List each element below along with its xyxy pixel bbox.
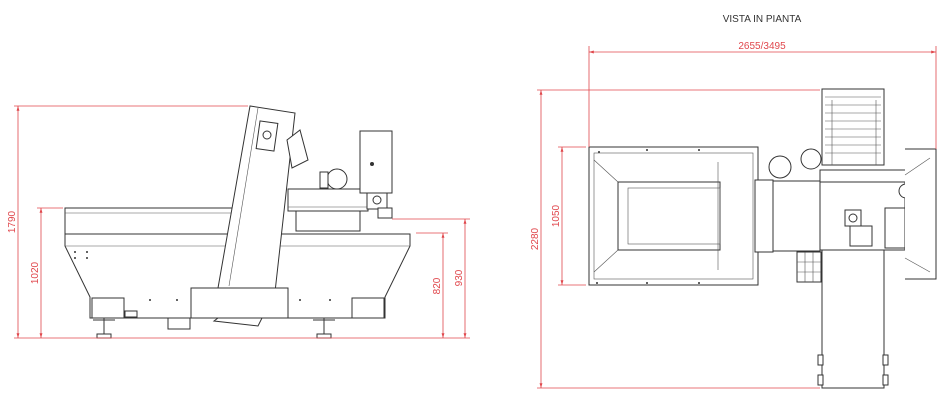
plan-view: VISTA IN PIANTA [530, 14, 937, 389]
dimension-height-outlet: 930 [454, 269, 465, 286]
dimension-height-total: 1790 [7, 210, 18, 233]
dimension-depth-total: 2280 [530, 227, 541, 250]
leveling-foot-left [93, 318, 115, 339]
side-view: 1790 1020 930 820 [7, 105, 470, 339]
side-view-machine [64, 105, 411, 339]
dimension-height-hopper: 1020 [30, 261, 41, 284]
leveling-foot-right [313, 318, 335, 339]
plan-view-dimensions: 2655/3495 2280 1050 [530, 41, 937, 389]
plan-view-title: VISTA IN PIANTA [723, 14, 802, 25]
dimension-width: 2655/3495 [738, 41, 786, 52]
dimension-depth-hopper: 1050 [551, 204, 562, 227]
plan-view-machine [588, 88, 937, 389]
side-view-dimensions: 1790 1020 930 820 [7, 105, 470, 339]
dimension-height-table: 820 [432, 277, 443, 294]
